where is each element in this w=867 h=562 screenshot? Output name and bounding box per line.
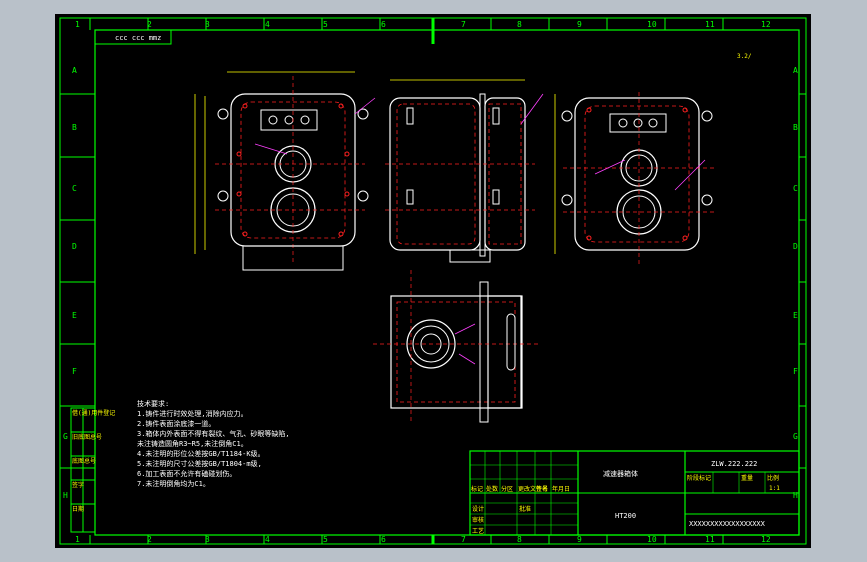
row-label: E: [793, 311, 798, 320]
col-label: 3: [205, 535, 210, 544]
col-label: 11: [705, 535, 715, 544]
stage-label: 重量: [741, 474, 753, 482]
note-line: 3.箱体内外表面不得有裂纹、气孔、砂眼等缺陷,: [137, 429, 290, 438]
side-table-label: 日期: [72, 505, 84, 513]
drawing-number: ZLW.222.222: [711, 460, 757, 468]
sign-label: 审核: [472, 516, 484, 524]
col-label: 9: [577, 535, 582, 544]
drawing-canvas: 1 2 3 4 5 6 7 8 9 10 11 12 1 2 3 4 5 6 7…: [59, 17, 807, 545]
row-label: D: [72, 242, 77, 251]
side-view: [385, 79, 556, 263]
cad-viewport[interactable]: 1 2 3 4 5 6 7 8 9 10 11 12 1 2 3 4 5 6 7…: [55, 14, 811, 548]
sign-label: 批准: [519, 505, 531, 513]
col-label: 2: [147, 20, 152, 29]
row-label: H: [793, 491, 798, 500]
title-block: 标记 处数 分区 更改文件号 签名 年月日 设计 审核 工艺 批准 减速器箱体 …: [469, 450, 800, 536]
row-label: C: [72, 184, 77, 193]
header-label: 签名: [536, 485, 548, 493]
note-line: 5.未注明的尺寸公差按GB/T1804-m级,: [137, 459, 262, 468]
note-line: 4.未注明的形位公差按GB/T1184-K级。: [137, 449, 265, 458]
note-line: 2.铸件表面涂底漆一道。: [137, 419, 215, 428]
company-name: XXXXXXXXXXXXXXXXXX: [689, 520, 766, 528]
row-label: C: [793, 184, 798, 193]
col-label: 1: [75, 20, 80, 29]
row-label: B: [793, 123, 798, 132]
corner-tag-box: [94, 29, 172, 45]
header-label: 更改文件号: [518, 485, 548, 493]
stage-label: 比例: [767, 474, 779, 482]
col-label: 10: [647, 535, 657, 544]
header-label: 分区: [501, 485, 513, 493]
col-label: 6: [381, 20, 386, 29]
col-label: 9: [577, 20, 582, 29]
row-labels-right: A B C D E F G H: [793, 66, 798, 500]
col-label: 5: [323, 535, 328, 544]
row-labels-left: A B C D E F G H: [63, 66, 77, 500]
rear-view: [561, 92, 715, 264]
col-label: 11: [705, 20, 715, 29]
col-label: 2: [147, 535, 152, 544]
row-label: G: [793, 432, 798, 441]
top-view: [373, 270, 541, 423]
note-line: 7.未注明倒角均为C1。: [137, 479, 210, 488]
header-label: 年月日: [552, 485, 570, 493]
row-label: B: [72, 123, 77, 132]
note-line: 未注铸造圆角R3~R5,未注倒角C1。: [137, 439, 248, 448]
side-table-label: 签字: [72, 481, 84, 489]
note-line: 1.铸件进行时效处理,消除内应力。: [137, 409, 248, 418]
col-label: 7: [461, 20, 466, 29]
side-table-label: 借(通)用件登记: [72, 409, 115, 417]
front-view: [194, 71, 376, 271]
scale: 1:1: [769, 485, 780, 492]
row-label: D: [793, 242, 798, 251]
row-label: A: [72, 66, 77, 75]
column-labels-top: 1 2 3 4 5 6 7 8 9 10 11 12: [75, 20, 771, 29]
col-label: 6: [381, 535, 386, 544]
part-name: 减速器箱体: [603, 469, 638, 478]
col-label: 3: [205, 20, 210, 29]
side-table-label: 旧底图总号: [72, 433, 102, 441]
roughness-mark: 3.2/: [737, 53, 752, 60]
sign-label: 设计: [472, 505, 484, 513]
row-label: G: [63, 432, 68, 441]
side-table-label: 底图总号: [72, 457, 96, 465]
header-label: 处数: [486, 485, 498, 493]
row-label: F: [793, 367, 798, 376]
col-label: 12: [761, 535, 771, 544]
col-label: 4: [265, 20, 270, 29]
col-label: 8: [517, 535, 522, 544]
row-label: A: [793, 66, 798, 75]
sign-label: 工艺: [472, 527, 484, 535]
col-label: 12: [761, 20, 771, 29]
header-label: 标记: [471, 485, 483, 493]
corner-tag: ccc ccc mmz: [115, 34, 161, 42]
col-label: 4: [265, 535, 270, 544]
col-label: 1: [75, 535, 80, 544]
col-label: 5: [323, 20, 328, 29]
column-labels-bottom: 1 2 3 4 5 6 7 8 9 10 11 12: [75, 535, 771, 544]
row-label: E: [72, 311, 77, 320]
stage-label: 阶段标记: [687, 474, 711, 482]
col-label: 10: [647, 20, 657, 29]
col-label: 8: [517, 20, 522, 29]
notes-heading: 技术要求:: [137, 399, 169, 408]
side-registration-table: 借(通)用件登记 旧底图总号 底图总号 签字 日期: [70, 407, 115, 533]
col-label: 7: [461, 535, 466, 544]
material: HT200: [615, 512, 636, 520]
technical-notes: 技术要求: 1.铸件进行时效处理,消除内应力。 2.铸件表面涂底漆一道。 3.箱…: [137, 399, 290, 488]
row-label: H: [63, 491, 68, 500]
zone-ticks: [60, 18, 806, 544]
note-line: 6.加工表面不允许有磕碰划伤。: [137, 469, 236, 478]
row-label: F: [72, 367, 77, 376]
